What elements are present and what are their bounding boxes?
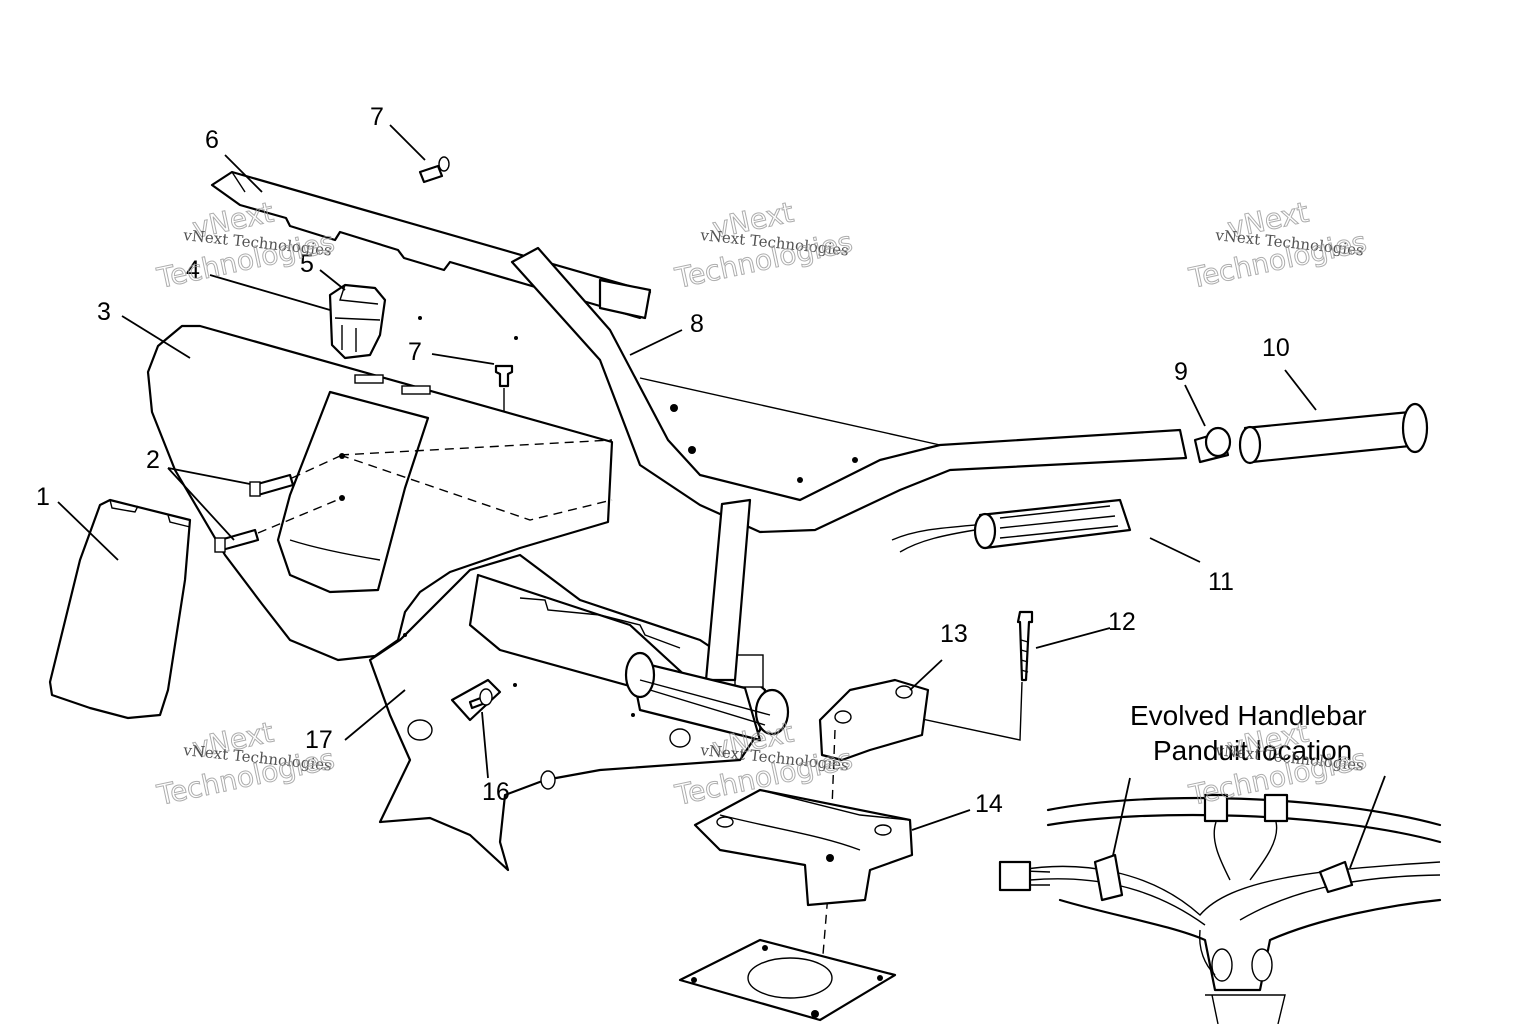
part-16-fastener — [450, 678, 502, 722]
callout-2: 2 — [146, 446, 160, 474]
callout-13: 13 — [940, 620, 968, 648]
watermark-top-right: vNext vNext Technologies Technologies — [1185, 195, 1370, 295]
callout-11: 11 — [1208, 568, 1234, 596]
part-1-lens-cover — [48, 498, 192, 720]
part-3-pod-housing — [146, 316, 614, 662]
callout-labels: 1 2 3 4 5 6 7 7 8 9 10 11 12 13 14 16 17 — [36, 103, 1290, 818]
part-8-handlebar — [510, 246, 1188, 742]
callout-12: 12 — [1108, 608, 1136, 636]
callout-17: 17 — [305, 726, 333, 754]
callout-8: 8 — [690, 310, 704, 338]
callout-4: 4 — [186, 256, 200, 284]
base-plate — [678, 938, 897, 1022]
part-14-lower-clamp — [693, 788, 914, 907]
callout-1: 1 — [36, 483, 50, 511]
callout-3: 3 — [97, 298, 111, 326]
part-2-screws — [214, 455, 343, 553]
callout-9: 9 — [1174, 358, 1188, 386]
callout-14: 14 — [975, 790, 1003, 818]
part-4-5-switch — [328, 283, 387, 360]
part-7-fasteners — [418, 156, 514, 412]
part-9-bar-end-plug — [1193, 426, 1232, 464]
part-11-heated-grip — [891, 498, 1132, 553]
inset-title-line-2: Panduit location — [1153, 735, 1352, 766]
callout-6: 6 — [205, 126, 219, 154]
callout-10: 10 — [1262, 334, 1290, 362]
callout-5: 5 — [300, 250, 314, 278]
callout-7-mid: 7 — [408, 338, 422, 366]
part-12-bolt — [879, 610, 1034, 741]
inset-title-line-1: Evolved Handlebar — [1130, 700, 1367, 731]
part-10-grip — [1238, 402, 1429, 465]
watermark-top-center: vNext vNext Technologies Technologies — [671, 195, 856, 295]
callout-16: 16 — [482, 778, 510, 806]
inset-panduit-location: Evolved Handlebar Panduit location — [998, 700, 1442, 1024]
leader-lines — [57, 124, 1317, 831]
callout-7-top: 7 — [370, 103, 384, 131]
